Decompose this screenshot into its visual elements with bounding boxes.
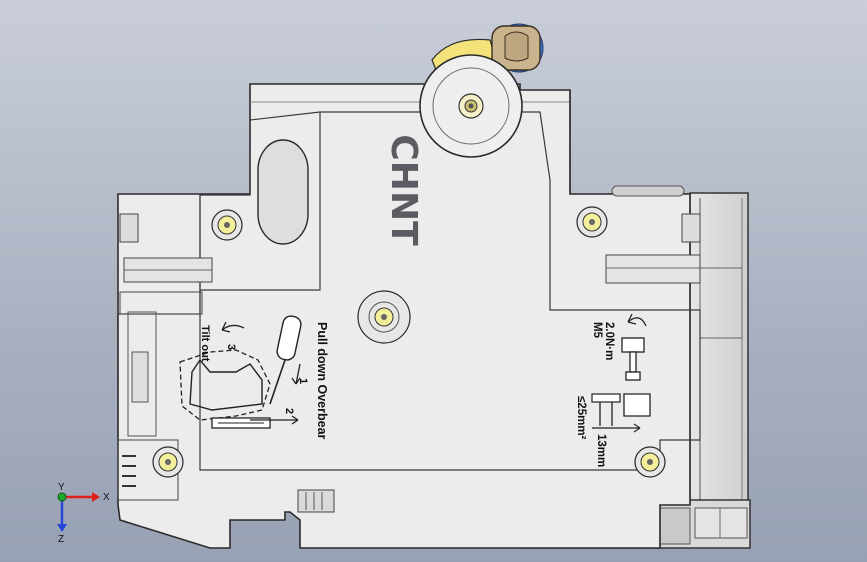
axis-z-label: Z	[58, 534, 64, 545]
left-ribs	[122, 455, 136, 487]
terminal-pictogram	[591, 313, 651, 433]
operating-handle[interactable]	[419, 23, 544, 158]
brand-logo: CHNT	[383, 134, 424, 246]
screw-icon	[576, 206, 608, 238]
screw-icon	[357, 290, 411, 344]
removal-pictogram	[179, 315, 302, 429]
instruction-pull-down: Pull down Overbear	[315, 322, 329, 440]
screwdriver-icon	[269, 315, 302, 405]
strip-length: 13mm	[595, 434, 607, 467]
terminal-screw-size: M5	[591, 322, 603, 339]
instruction-step1: 1	[297, 378, 309, 384]
screw-icon	[634, 446, 666, 478]
axis-x-label: X	[103, 492, 110, 503]
instruction-step3: 3	[225, 344, 237, 350]
instruction-tilt-out: Tilt out	[199, 325, 211, 362]
instruction-step2: 2	[283, 408, 295, 414]
indicator-window	[257, 139, 309, 245]
screws	[152, 206, 666, 478]
axis-y-label: Y	[58, 482, 65, 493]
terminal-torque: 2.0N·m	[603, 322, 615, 360]
wire-cross-section: ≤25mm²	[575, 396, 587, 440]
axis-triad-icon	[57, 492, 100, 532]
screw-icon	[211, 209, 243, 241]
screw-icon	[152, 446, 184, 478]
